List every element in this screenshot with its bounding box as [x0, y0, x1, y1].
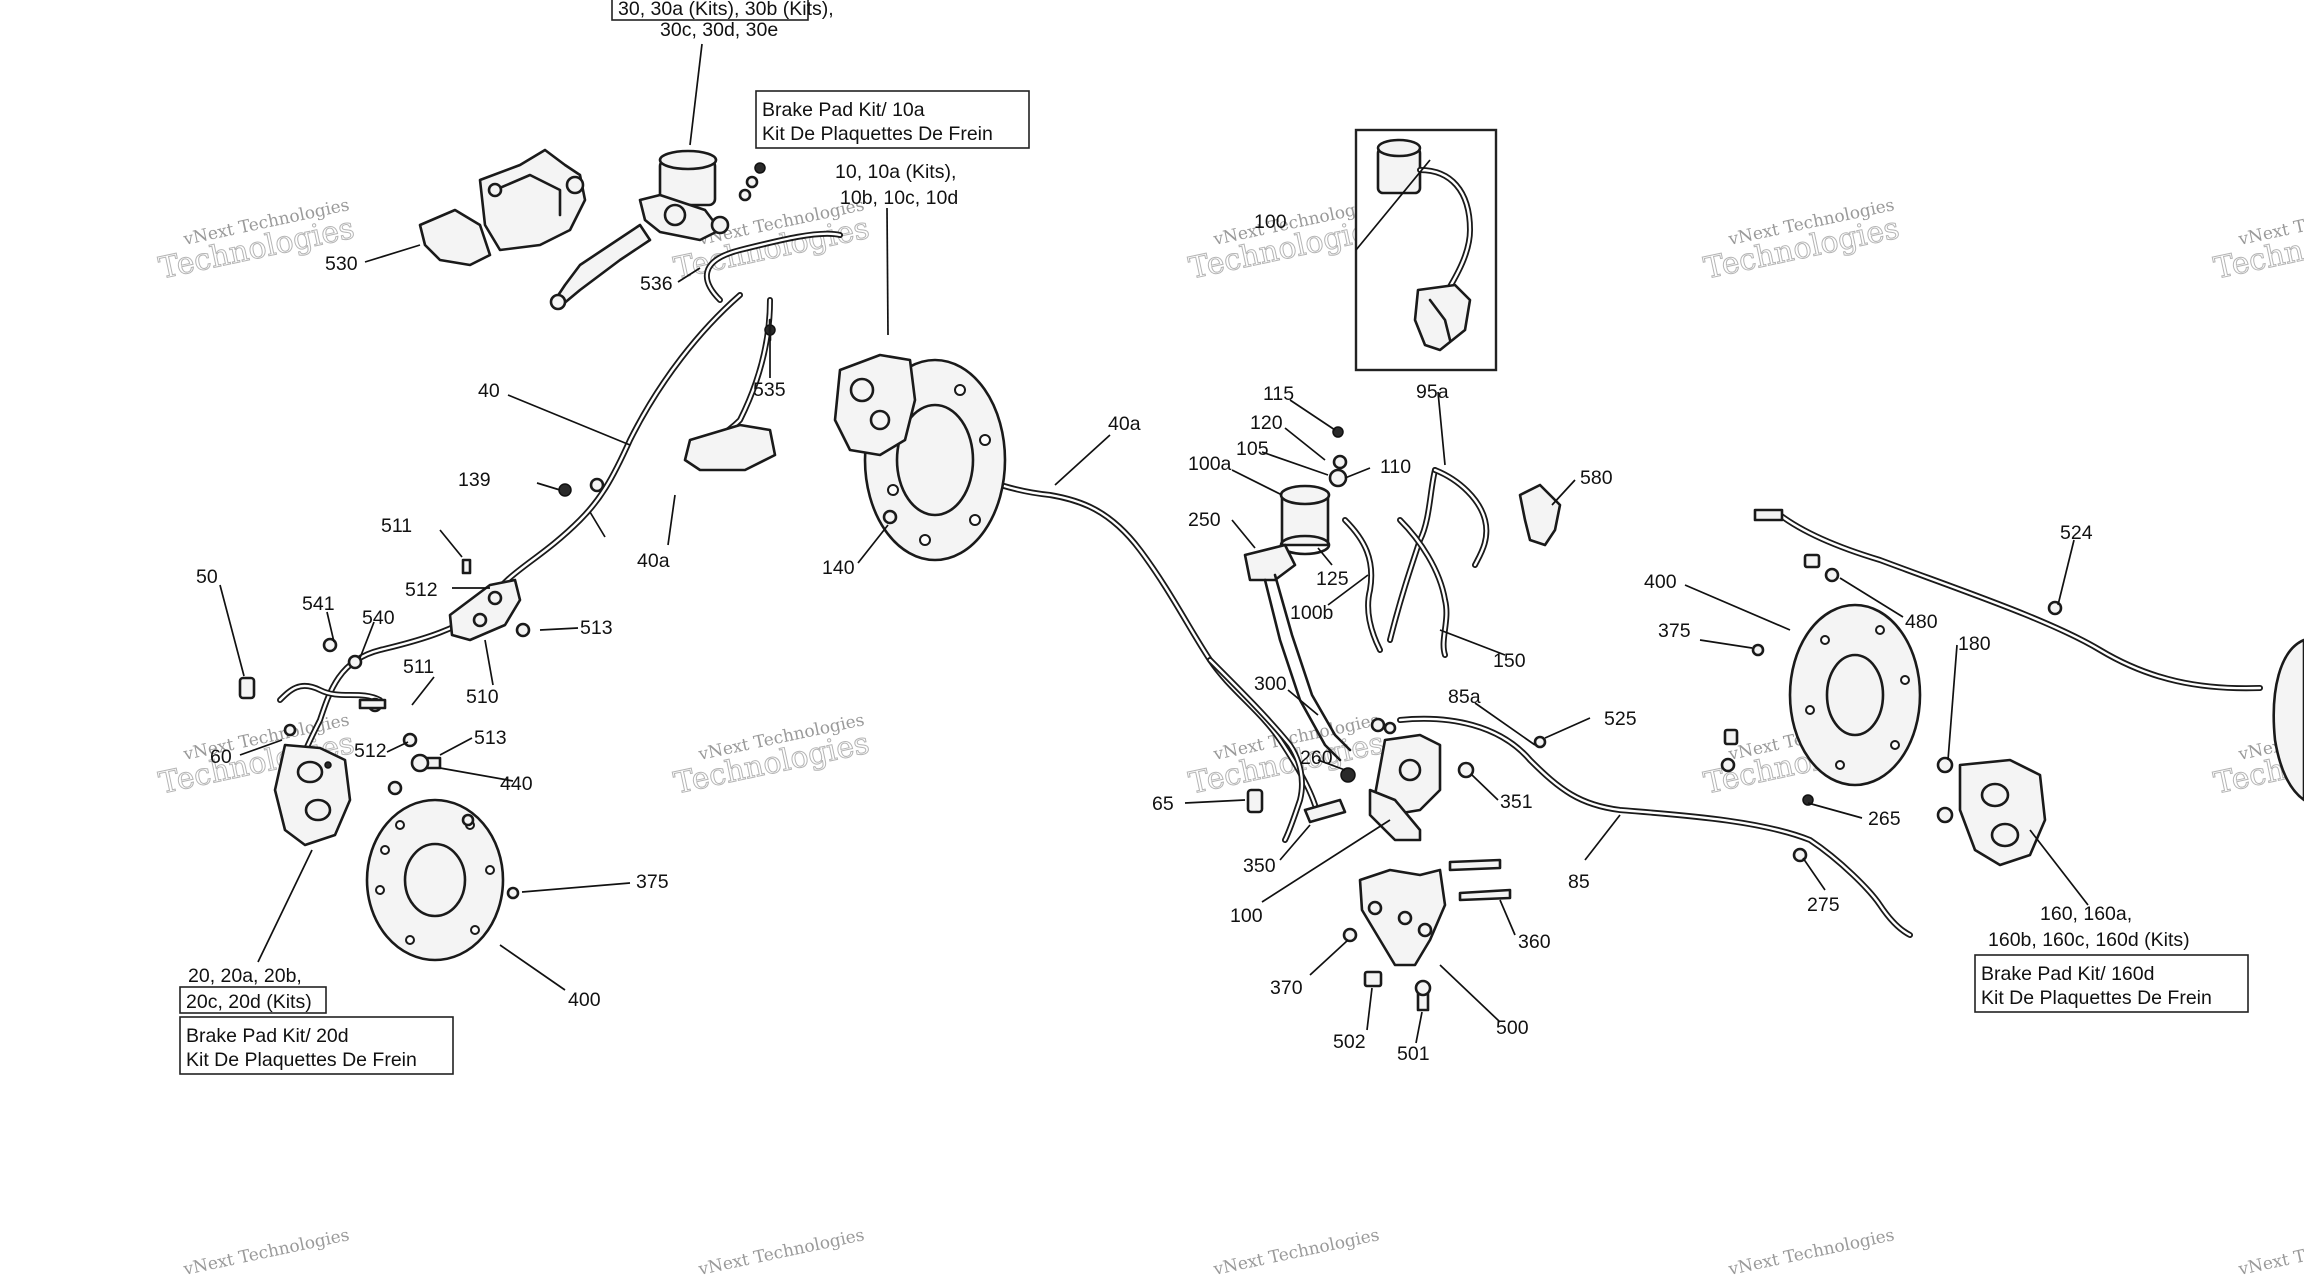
callout-140: 140	[822, 557, 855, 579]
callout-265: 265	[1868, 808, 1901, 830]
brake-pad-kit-160d-subtitle: Kit De Plaquettes De Frein	[1981, 987, 2212, 1009]
callout-150: 150	[1493, 650, 1526, 672]
svg-text:vNext Technologies: vNext Technologies	[181, 1225, 351, 1280]
brake-pad-kit-box-20d: Brake Pad Kit/ 20d Kit De Plaquettes De …	[179, 1016, 454, 1075]
hoses-95a-580	[1432, 467, 1562, 568]
callout-524: 524	[2060, 522, 2093, 544]
callout-85a: 85a	[1448, 686, 1481, 708]
svg-text:vNext Technologies: vNext Technologies	[696, 1225, 866, 1280]
callout-110: 110	[1380, 456, 1411, 478]
callout-500: 500	[1496, 1017, 1529, 1039]
callout-360: 360	[1518, 931, 1551, 953]
callout-160: 160, 160a,	[2040, 903, 2132, 925]
watermark: vNext Technologies	[2236, 1225, 2304, 1280]
callout-100-bottom: 100	[1230, 905, 1263, 927]
callout-50: 50	[196, 566, 218, 588]
callout-160-cont: 160b, 160c, 160d (Kits)	[1988, 929, 2190, 951]
svg-text:vNext Technologies: vNext Technologies	[1211, 1225, 1381, 1280]
front-right-caliper-and-disc	[683, 318, 1007, 562]
callout-30: 30, 30a (Kits), 30b (Kits),	[618, 0, 834, 20]
watermark: vNext Technologies	[1726, 1225, 1896, 1280]
callout-250: 250	[1188, 509, 1221, 531]
watermark: vNext Technologies	[1211, 1225, 1381, 1280]
callout-20-kits: 20c, 20d (Kits)	[186, 991, 312, 1013]
callout-139: 139	[458, 469, 491, 491]
callout-501: 501	[1397, 1043, 1430, 1065]
callout-400-left: 400	[568, 989, 601, 1011]
left-hose-bracket-510	[322, 477, 605, 748]
rear-right-caliper-and-disc	[1720, 508, 2304, 867]
watermark: vNext Technologies Technologies	[1185, 710, 1387, 802]
callout-115: 115	[1263, 383, 1294, 405]
callout-502: 502	[1333, 1031, 1366, 1053]
callout-10: 10, 10a (Kits),	[835, 161, 956, 183]
brake-pad-kit-10a-title: Brake Pad Kit/ 10a	[762, 99, 925, 121]
callout-400-right: 400	[1644, 571, 1677, 593]
callout-100-top: 100	[1254, 211, 1287, 233]
brake-pad-kit-box-10a: Brake Pad Kit/ 10a Kit De Plaquettes De …	[755, 90, 1030, 149]
rear-brake-master-assembly	[1243, 426, 1547, 1012]
svg-text:vNext Technologies: vNext Technologies	[2236, 1225, 2304, 1280]
callout-540: 540	[362, 607, 395, 629]
callout-513-bottom: 513	[474, 727, 507, 749]
brake-pad-kit-10a-subtitle: Kit De Plaquettes De Frein	[762, 123, 993, 145]
callout-541: 541	[302, 593, 335, 615]
callout-105: 105	[1236, 438, 1269, 460]
svg-text:vNext Technologies: vNext Technologies	[1726, 1225, 1896, 1280]
callout-30-cont: 30c, 30d, 30e	[660, 19, 778, 41]
callout-95a: 95a	[1416, 381, 1449, 403]
brake-pad-kit-20d-title: Brake Pad Kit/ 20d	[186, 1025, 349, 1047]
callout-65: 65	[1152, 793, 1174, 815]
callout-40: 40	[478, 380, 500, 402]
callout-40a-mid: 40a	[637, 550, 670, 572]
callout-20: 20, 20a, 20b,	[188, 965, 302, 987]
callout-100a: 100a	[1188, 453, 1232, 475]
callout-10-cont: 10b, 10c, 10d	[840, 187, 958, 209]
watermark: vNext Technologies Technologies	[670, 710, 872, 802]
watermark: vNext Technologies	[181, 1225, 351, 1280]
callout-511-top: 511	[381, 515, 412, 537]
callout-60: 60	[210, 746, 232, 768]
leader-lines	[219, 43, 2089, 1044]
brake-pad-kit-20d-subtitle: Kit De Plaquettes De Frein	[186, 1049, 417, 1071]
brake-lines	[277, 230, 2263, 938]
brake-pad-kit-box-160d: Brake Pad Kit/ 160d Kit De Plaquettes De…	[1974, 954, 2249, 1013]
callout-530: 530	[325, 253, 358, 275]
callout-370: 370	[1270, 977, 1303, 999]
callout-512-top: 512	[405, 579, 438, 601]
callout-275: 275	[1807, 894, 1840, 916]
callout-40a-top: 40a	[1108, 413, 1141, 435]
callout-513-top: 513	[580, 617, 613, 639]
callout-440: 440	[500, 773, 533, 795]
callout-125: 125	[1316, 568, 1349, 590]
callout-525: 525	[1604, 708, 1637, 730]
callout-300: 300	[1254, 673, 1287, 695]
callout-100b: 100b	[1290, 602, 1334, 624]
watermark: vNext Technologies	[696, 1225, 866, 1280]
inset-master-cylinder	[1354, 128, 1498, 372]
callout-375-left: 375	[636, 871, 669, 893]
callout-260: 260	[1300, 747, 1333, 769]
callout-512-bottom: 512	[354, 740, 387, 762]
watermark: vNext Technologies Technologies	[2210, 195, 2304, 287]
watermark: vNext Technologies Technologies	[1700, 195, 1902, 287]
callout-85: 85	[1568, 871, 1590, 893]
callout-580: 580	[1580, 467, 1613, 489]
callout-labels: 30, 30a (Kits), 30b (Kits), 30c, 30d, 30…	[179, 0, 2190, 1065]
callout-536: 536	[640, 273, 673, 295]
handlebar-master-cylinder	[418, 148, 766, 311]
callout-120: 120	[1250, 412, 1283, 434]
callout-535: 535	[753, 379, 786, 401]
callout-480: 480	[1905, 611, 1938, 633]
callout-180: 180	[1958, 633, 1991, 655]
callout-351: 351	[1500, 791, 1533, 813]
callout-511-bottom: 511	[403, 656, 434, 678]
callout-350: 350	[1243, 855, 1276, 877]
callout-375-right: 375	[1658, 620, 1691, 642]
callout-510: 510	[466, 686, 499, 708]
front-left-caliper-and-disc	[238, 676, 520, 962]
brake-pad-kit-160d-title: Brake Pad Kit/ 160d	[1981, 963, 2154, 985]
